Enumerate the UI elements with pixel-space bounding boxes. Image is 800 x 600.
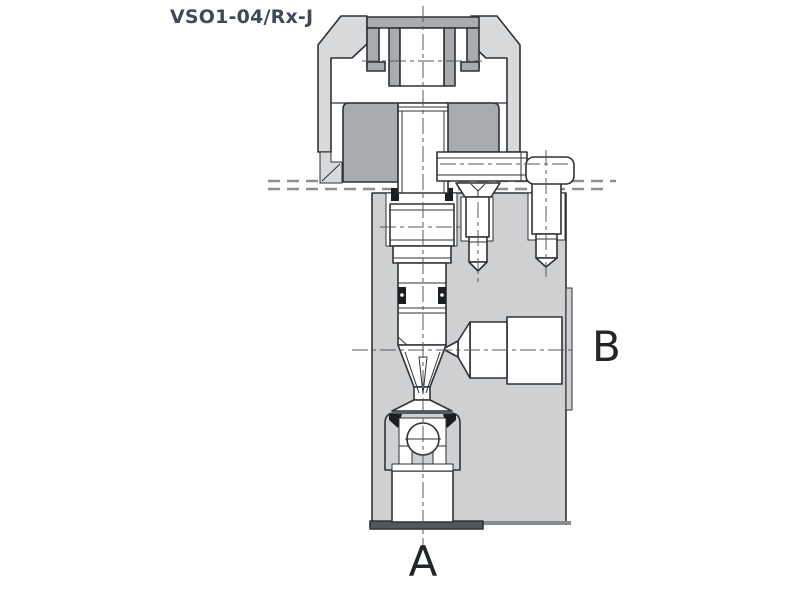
coil-left — [342, 102, 399, 183]
coil-right — [445, 102, 500, 153]
solenoid-foot — [319, 151, 343, 184]
block-bottom-edge — [483, 521, 571, 525]
solenoid-assembly — [317, 15, 575, 194]
screw-slot — [470, 183, 486, 197]
valve-bell — [391, 399, 453, 412]
port-b-boss — [565, 287, 573, 411]
seal-right — [445, 188, 453, 201]
connector-plug — [525, 156, 575, 185]
diagram-title: VSO1-04/Rx-J — [170, 6, 314, 28]
seal-left — [391, 188, 399, 201]
port-label-b: B — [592, 322, 621, 371]
centerlines — [352, 6, 575, 547]
connector-cylinder — [436, 151, 528, 182]
override-window — [399, 27, 445, 87]
port-b-seat-cone — [442, 340, 459, 358]
screw-head — [455, 182, 501, 198]
cartridge-valve — [385, 188, 458, 412]
port-label-a: A — [408, 537, 438, 586]
cartridge-hex — [389, 203, 455, 247]
